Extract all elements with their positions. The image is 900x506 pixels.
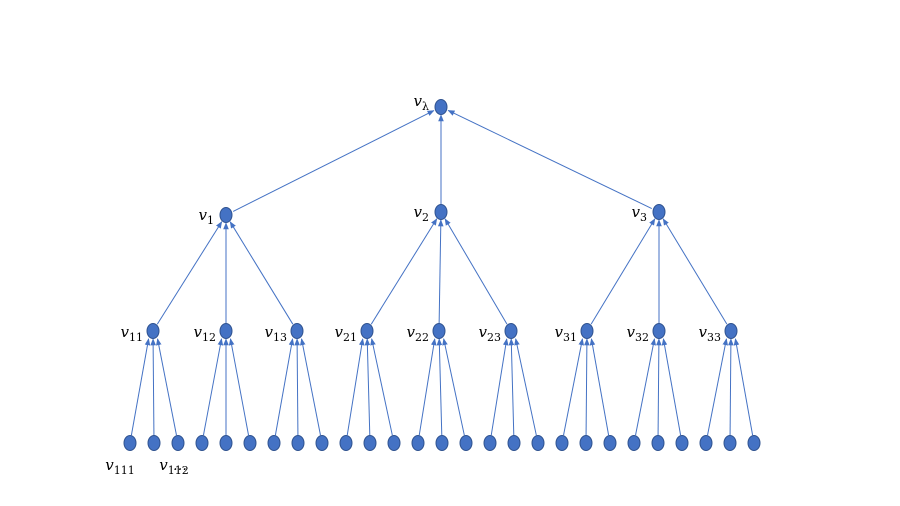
leaf-node-22 — [627, 435, 641, 451]
leaf-node-7 — [267, 435, 281, 451]
leaf-label-111: v111 — [105, 456, 134, 477]
edge-leaf-9-to-parent — [300, 338, 321, 436]
level2-node-label-21: v21 — [335, 323, 357, 344]
edge-leaf-11-to-parent — [364, 338, 371, 436]
edge-leaf-18-to-parent — [514, 338, 537, 436]
edge-level2-13-to-parent — [229, 221, 294, 325]
leaf-node-4 — [195, 435, 209, 451]
edge-level2-31-to-parent — [590, 218, 656, 325]
edge-leaf-23-to-parent — [656, 338, 662, 436]
leaf-node-1 — [123, 435, 137, 451]
edge-level1-1-to-root — [232, 110, 435, 212]
edge-leaf-24-to-parent — [661, 338, 682, 436]
edge-leaf-14-to-parent — [436, 338, 443, 436]
level1-node-1 — [219, 207, 233, 223]
leaf-label-112: v112 — [159, 456, 188, 477]
edge-leaf-10-to-parent — [346, 338, 365, 436]
edge-level2-22-to-parent — [437, 219, 444, 324]
leaf-node-25 — [699, 435, 713, 451]
leaf-node-17 — [507, 435, 521, 451]
level1-node-label-1: v1 — [199, 206, 214, 227]
edge-leaf-2-to-parent — [150, 338, 156, 436]
level1-node-2 — [434, 204, 448, 220]
leaf-node-18 — [531, 435, 545, 451]
level2-node-33 — [724, 323, 738, 339]
level2-node-13 — [290, 323, 304, 339]
edge-leaf-21-to-parent — [589, 338, 610, 436]
nodes-layer — [123, 99, 761, 451]
edge-leaf-13-to-parent — [418, 338, 437, 436]
leaf-node-27 — [747, 435, 761, 451]
edge-level1-3-to-root — [447, 110, 653, 209]
level2-node-label-32: v32 — [627, 323, 649, 344]
level2-node-label-11: v11 — [121, 323, 143, 344]
leaf-node-10 — [339, 435, 353, 451]
leaf-node-3 — [171, 435, 185, 451]
edge-leaf-6-to-parent — [228, 338, 250, 436]
edge-leaf-26-to-parent — [728, 338, 734, 436]
leaf-node-24 — [675, 435, 689, 451]
edge-leaf-16-to-parent — [490, 338, 509, 436]
edge-leaf-15-to-parent — [442, 338, 465, 436]
level2-node-label-13: v13 — [265, 323, 287, 344]
level2-node-label-23: v23 — [479, 323, 501, 344]
leaf-node-15 — [459, 435, 473, 451]
edge-level2-11-to-parent — [156, 221, 223, 325]
edge-leaf-20-to-parent — [584, 338, 590, 436]
leaf-node-5 — [219, 435, 233, 451]
level2-node-label-33: v33 — [699, 323, 721, 344]
edge-leaf-7-to-parent — [274, 338, 295, 436]
labels-layer: vλ v1 v2 v3 v11 v12 v13 v21 v22 v23 v31 v32 v33 v111 v… — [105, 92, 721, 477]
level2-node-label-22: v22 — [407, 323, 429, 344]
edge-level2-33-to-parent — [662, 218, 728, 325]
edge-leaf-12-to-parent — [370, 338, 393, 436]
level2-node-12 — [219, 323, 233, 339]
root-node-label: vλ — [414, 92, 429, 113]
level1-node-label-2: v2 — [414, 203, 429, 224]
level1-node-label-3: v3 — [632, 203, 647, 224]
edge-leaf-19-to-parent — [563, 338, 584, 436]
leaf-node-20 — [579, 435, 593, 451]
leaf-node-16 — [483, 435, 497, 451]
leaf-node-13 — [411, 435, 425, 451]
leaf-node-26 — [723, 435, 737, 451]
leaf-node-11 — [363, 435, 377, 451]
leaf-node-2 — [147, 435, 161, 451]
level2-node-label-31: v31 — [555, 323, 577, 344]
leaf-node-23 — [651, 435, 665, 451]
level2-node-22 — [432, 323, 446, 339]
edge-leaf-22-to-parent — [635, 338, 656, 436]
level2-node-21 — [360, 323, 374, 339]
level2-node-32 — [652, 323, 666, 339]
root-node — [434, 99, 448, 115]
leaf-node-12 — [387, 435, 401, 451]
leaf-node-19 — [555, 435, 569, 451]
leaf-node-8 — [291, 435, 305, 451]
leaf-ellipsis: … — [173, 458, 187, 474]
edge-leaf-17-to-parent — [508, 338, 515, 436]
level2-node-31 — [580, 323, 594, 339]
edges-layer — [130, 110, 754, 436]
leaf-node-9 — [315, 435, 329, 451]
edge-leaf-3-to-parent — [156, 338, 177, 436]
leaf-node-6 — [243, 435, 257, 451]
edge-leaf-27-to-parent — [733, 338, 754, 436]
leaf-node-14 — [435, 435, 449, 451]
edge-level2-23-to-parent — [444, 218, 508, 325]
edge-level2-21-to-parent — [370, 218, 438, 325]
edge-leaf-4-to-parent — [202, 338, 224, 436]
level1-node-3 — [652, 204, 666, 220]
edge-leaf-8-to-parent — [294, 338, 300, 436]
level2-node-23 — [504, 323, 518, 339]
level2-node-label-12: v12 — [194, 323, 216, 344]
edge-leaf-25-to-parent — [707, 338, 728, 436]
leaf-node-21 — [603, 435, 617, 451]
level2-node-11 — [146, 323, 160, 339]
edge-leaf-1-to-parent — [130, 338, 151, 436]
